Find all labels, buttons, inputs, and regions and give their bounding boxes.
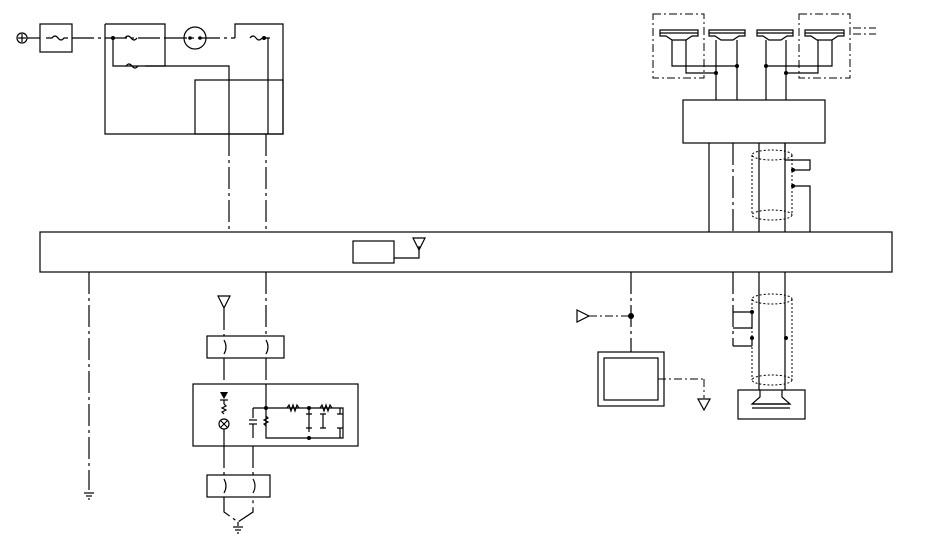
switch-icon — [265, 339, 269, 355]
shielded-cable-icon — [751, 149, 793, 221]
battery-positive-icon — [16, 32, 28, 44]
switch-icon — [320, 413, 326, 429]
main-control-unit — [39, 231, 893, 273]
switch-icon — [306, 408, 312, 432]
amp-to-main-wires — [708, 143, 811, 232]
speaker-icon — [756, 29, 794, 41]
antenna-icon — [217, 295, 231, 310]
display-icon — [597, 351, 665, 407]
fuse-icon — [125, 63, 139, 69]
switch-icon — [337, 408, 343, 438]
module-box — [352, 240, 395, 264]
speaker-enclosure — [798, 13, 851, 79]
resistor-icon — [286, 403, 300, 413]
fuse-icon — [249, 35, 263, 41]
relay-icon — [183, 26, 207, 50]
antenna-icon — [576, 309, 591, 323]
main-to-subwoofer-wires — [732, 272, 788, 390]
shielded-cable-icon — [751, 293, 793, 386]
subwoofer-speaker-icon — [737, 389, 806, 420]
switch-icon — [252, 478, 256, 494]
switch-icon — [223, 339, 227, 355]
ground-wire — [223, 497, 254, 523]
resistor-icon — [319, 403, 333, 413]
ground-icon — [84, 492, 94, 500]
speaker-icon — [804, 29, 845, 41]
fuse-relay-block — [104, 23, 284, 135]
connector-top — [206, 335, 285, 359]
speaker-icon — [659, 29, 699, 41]
ground-icon — [233, 522, 243, 534]
speaker-enclosure — [652, 13, 705, 79]
fuse-icon — [46, 35, 68, 41]
connector-bottom — [206, 474, 271, 498]
resistor-icon — [262, 415, 270, 427]
antenna-icon — [412, 237, 426, 252]
fuse-icon — [124, 35, 138, 41]
lamp-switch-panel — [192, 383, 359, 447]
resistor-icon — [220, 403, 228, 415]
ground-icon — [696, 398, 712, 412]
junction-dot — [628, 313, 634, 319]
speaker-icon — [708, 29, 746, 41]
amplifier-unit — [682, 99, 826, 144]
switch-icon — [223, 478, 227, 494]
speaker-group — [652, 13, 876, 100]
main-fuse-box — [39, 23, 73, 53]
